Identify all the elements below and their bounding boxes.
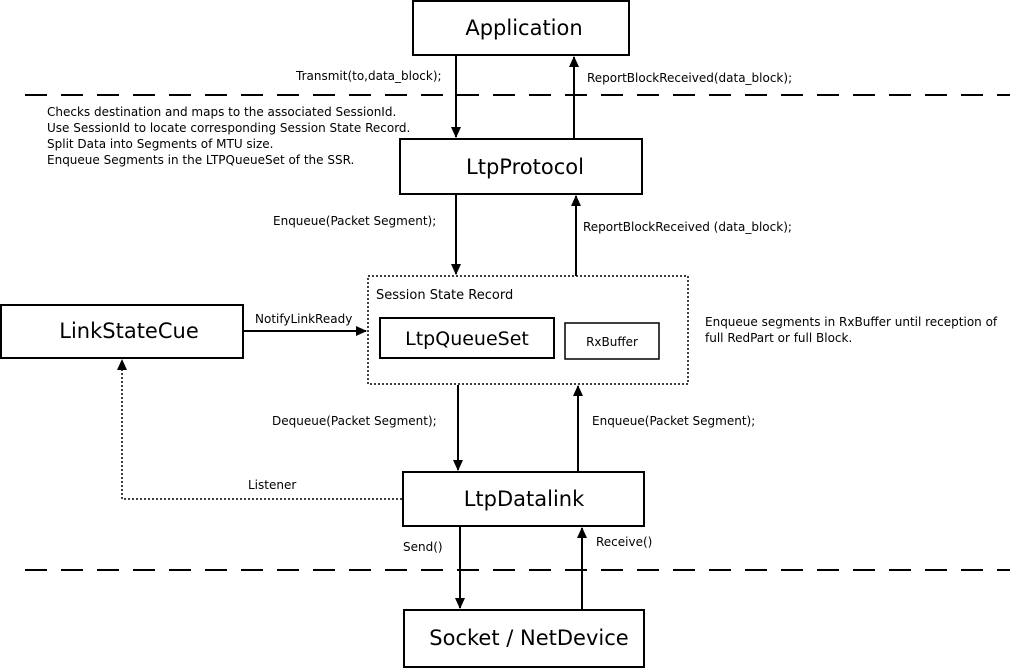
socket-netdevice-label: Socket / NetDevice (429, 626, 628, 650)
rxbuffer-note: Enqueue segments in RxBuffer until recep… (705, 315, 998, 345)
rxbuffer-note-line: Enqueue segments in RxBuffer until recep… (705, 315, 998, 329)
edge-label-send: Send() (403, 540, 443, 554)
ltp-queue-set-node: LtpQueueSet (379, 317, 555, 359)
edge-label-notify-link-ready: NotifyLinkReady (255, 312, 352, 326)
rxbuffer-note-line: full RedPart or full Block. (705, 331, 852, 345)
protocol-step-line: Split Data into Segments of MTU size. (47, 137, 274, 151)
rx-buffer-label: RxBuffer (586, 335, 638, 349)
edge-label-enqueue-top: Enqueue(Packet Segment); (273, 214, 436, 228)
edge-label-transmit: Transmit(to,data_block); (295, 69, 442, 83)
ltp-datalink-node: LtpDatalink (402, 471, 645, 527)
edge-label-listener: Listener (248, 478, 296, 492)
protocol-step-line: Checks destination and maps to the assoc… (47, 105, 396, 119)
protocol-step-line: Use SessionId to locate corresponding Se… (47, 121, 410, 135)
application-node: Application (412, 0, 630, 56)
edge-label-receive: Receive() (596, 535, 652, 549)
link-state-cue-label: LinkStateCue (59, 319, 198, 343)
protocol-steps-note: Checks destination and maps to the assoc… (47, 105, 410, 167)
session-state-record-label: Session State Record (376, 288, 513, 303)
edge-label-dequeue: Dequeue(Packet Segment); (272, 414, 437, 428)
ltp-datalink-label: LtpDatalink (464, 487, 585, 511)
ltp-protocol-label: LtpProtocol (466, 155, 584, 179)
edge-label-report-block-received-mid: ReportBlockReceived (data_block); (583, 220, 792, 234)
protocol-step-line: Enqueue Segments in the LTPQueueSet of t… (47, 153, 354, 167)
rx-buffer-node: RxBuffer (564, 322, 660, 360)
arrow-listener (117, 359, 402, 500)
link-state-cue-node: LinkStateCue (0, 304, 244, 359)
ltp-queue-set-label: LtpQueueSet (405, 328, 529, 350)
edge-label-report-block-received-top: ReportBlockReceived(data_block); (587, 71, 792, 85)
application-label: Application (465, 16, 582, 40)
ltp-protocol-node: LtpProtocol (399, 138, 643, 195)
edge-label-enqueue-bottom: Enqueue(Packet Segment); (592, 414, 755, 428)
socket-netdevice-node: Socket / NetDevice (403, 609, 645, 668)
